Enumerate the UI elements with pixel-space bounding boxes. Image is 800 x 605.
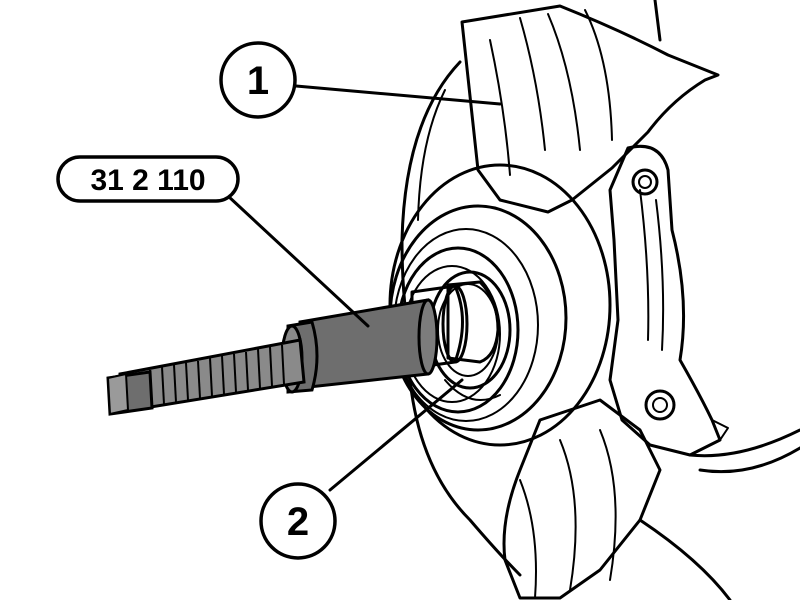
callout-1: 1	[219, 41, 297, 119]
callout-1-label: 1	[247, 59, 269, 103]
leader-lines	[226, 84, 502, 492]
callout-2-label: 2	[287, 500, 309, 544]
leader-line-2	[328, 378, 464, 492]
callout-2: 2	[259, 482, 337, 560]
callout-tool-number: 31 2 110	[56, 155, 240, 203]
steering-knuckle	[400, 0, 800, 602]
special-tool	[106, 280, 500, 416]
tool-number-label: 31 2 110	[90, 164, 205, 197]
leader-line-tool	[226, 194, 370, 328]
leader-line-1	[294, 84, 502, 106]
tool-body	[298, 298, 436, 390]
